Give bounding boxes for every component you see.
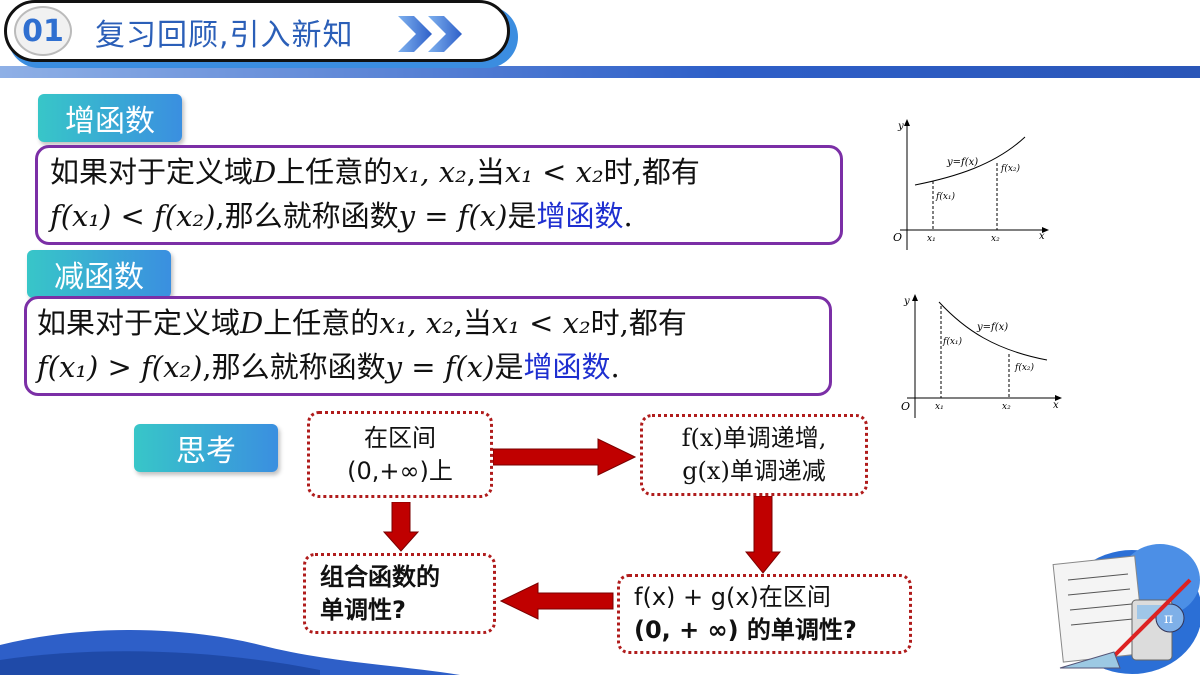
double-chevron-icon	[398, 16, 462, 52]
y-axis-arrow	[912, 294, 918, 301]
x1-label: x₁	[927, 234, 936, 244]
definition-increasing-line1: 如果对于定义域D上任意的x₁, x₂,当x₁ < x₂时,都有	[50, 150, 830, 194]
text: 上任意的	[263, 306, 380, 340]
definition-increasing-line2: f(x₁) < f(x₂),那么就称函数y = f(x)是增函数.	[50, 194, 830, 238]
text: 时,都有	[603, 155, 700, 189]
math-x1-x2: x₁, x₂	[379, 306, 454, 340]
text: 是	[507, 199, 537, 233]
curve	[914, 136, 1026, 186]
math-function: y = f(x)	[385, 350, 495, 384]
fx2-label: f(x₂)	[1014, 362, 1035, 373]
x-label: x	[1053, 400, 1059, 411]
math-inequality: f(x₁) < f(x₂)	[50, 199, 216, 233]
box-monotonic: f(x)单调递增, g(x)单调递减	[640, 414, 868, 496]
box-sum-line1: f(x) + g(x)在区间	[634, 583, 831, 611]
box-composite-line2: 单调性?	[320, 595, 406, 624]
text: 是	[494, 350, 524, 384]
origin-label: O	[901, 400, 910, 413]
text: 如果对于定义域	[50, 155, 254, 189]
text: ,那么就称函数	[215, 199, 399, 233]
page-title: 复习回顾,引入新知	[95, 18, 354, 53]
text: ,当	[453, 306, 492, 340]
box-interval-line1: 在区间	[364, 423, 436, 452]
y-label: y	[897, 121, 904, 132]
math-D: D	[240, 306, 264, 340]
box-interval: 在区间 (0,+∞)上	[307, 411, 493, 498]
x2-label: x₂	[1002, 402, 1011, 412]
fx1-label: f(x₁)	[935, 191, 956, 202]
x2-label: x₂	[991, 234, 1000, 244]
text: 上任意的	[276, 155, 393, 189]
box-monotonic-line2: g(x)单调递减	[682, 457, 826, 485]
fx1-label: f(x₁)	[942, 336, 963, 347]
x1-label: x₁	[935, 402, 944, 412]
definition-decreasing-line1: 如果对于定义域D上任意的x₁, x₂,当x₁ < x₂时,都有	[37, 301, 819, 345]
definition-decreasing-box: 如果对于定义域D上任意的x₁, x₂,当x₁ < x₂时,都有 f(x₁) > …	[24, 296, 832, 396]
x-axis-arrow	[1042, 227, 1049, 233]
curve-label: y=f(x)	[976, 322, 1008, 333]
tag-decreasing: 减函数	[27, 250, 171, 298]
text: ,当	[466, 155, 505, 189]
math-function: y = f(x)	[398, 199, 508, 233]
tag-think: 思考	[134, 424, 278, 472]
box-composite: 组合函数的 单调性?	[303, 553, 496, 634]
box-interval-line2: (0,+∞)上	[347, 456, 453, 485]
arrow-left	[500, 582, 614, 620]
graph-increasing: y x O y=f(x) f(x₁) f(x₂) x₁ x₂	[893, 119, 1049, 250]
box-sum: f(x) + g(x)在区间 (0, + ∞) 的单调性?	[617, 574, 912, 654]
arrow-down-left	[383, 502, 419, 552]
tag-increasing: 增函数	[38, 94, 182, 142]
header-divider-bar	[0, 66, 1200, 78]
x-axis-arrow	[1055, 395, 1062, 401]
math-condition: x₁ < x₂	[504, 155, 604, 189]
box-sum-line2: (0, + ∞) 的单调性?	[634, 616, 857, 644]
arrow-right	[493, 438, 637, 476]
text: .	[623, 199, 633, 233]
math-inequality: f(x₁) > f(x₂)	[37, 350, 203, 384]
text: ,那么就称函数	[202, 350, 386, 384]
fx2-label: f(x₂)	[1000, 163, 1021, 174]
section-number-badge: 01	[14, 6, 72, 56]
origin-label: O	[893, 231, 902, 244]
arrow-down-right	[745, 496, 781, 574]
box-composite-line1: 组合函数的	[320, 562, 440, 591]
definition-decreasing-line2: f(x₁) > f(x₂),那么就称函数y = f(x)是增函数.	[37, 345, 819, 389]
y-axis-arrow	[904, 119, 910, 126]
math-D: D	[253, 155, 277, 189]
term-highlight: 增函数	[536, 199, 624, 233]
math-illustration-icon: π	[1052, 544, 1200, 674]
math-x1-x2: x₁, x₂	[392, 155, 467, 189]
x-label: x	[1039, 231, 1045, 242]
box-monotonic-line1: f(x)单调递增,	[681, 424, 827, 452]
text: 时,都有	[590, 306, 687, 340]
graph-decreasing: y x O y=f(x) f(x₁) f(x₂) x₁ x₂	[901, 294, 1062, 418]
math-condition: x₁ < x₂	[491, 306, 591, 340]
definition-increasing-box: 如果对于定义域D上任意的x₁, x₂,当x₁ < x₂时,都有 f(x₁) < …	[35, 145, 843, 245]
text: 如果对于定义域	[37, 306, 241, 340]
text: .	[610, 350, 620, 384]
curve	[938, 301, 1048, 361]
curve-label: y=f(x)	[946, 157, 978, 168]
svg-text:π: π	[1164, 611, 1173, 627]
y-label: y	[903, 296, 910, 307]
decorative-wave	[0, 630, 460, 675]
term-highlight: 增函数	[523, 350, 611, 384]
